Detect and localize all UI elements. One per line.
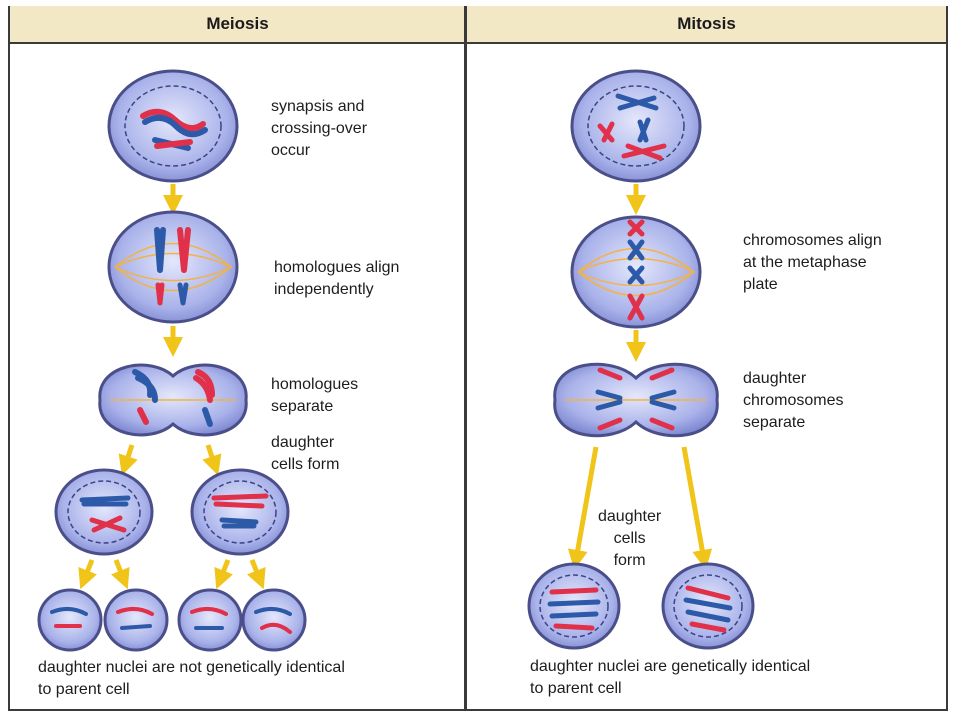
meiosis-arrow-4d bbox=[247, 559, 266, 590]
meiosis-step1-label: synapsis and crossing-over occur bbox=[271, 98, 368, 159]
meiosis-step4-label: daughter cells form bbox=[271, 434, 340, 473]
meiosis-daughter-cell-left bbox=[54, 468, 154, 556]
mitosis-metaphase-cell bbox=[570, 215, 702, 329]
mitosis-title: Mitosis bbox=[677, 14, 736, 33]
meiosis-final-nucleus-3 bbox=[177, 588, 243, 652]
column-divider bbox=[464, 6, 467, 711]
mitosis-step1-label: chromosomes align at the metaphase plate bbox=[743, 232, 882, 293]
meiosis-arrow-3a bbox=[118, 444, 138, 476]
mitosis-caption: daughter nuclei are genetically identica… bbox=[530, 658, 811, 697]
meiosis-header: Meiosis bbox=[10, 6, 465, 44]
meiosis-final-nucleus-4 bbox=[241, 588, 307, 652]
meiosis-step2-label: homologues align independently bbox=[274, 259, 400, 298]
meiosis-arrow-3b bbox=[202, 444, 222, 476]
mitosis-arrow-3b bbox=[681, 446, 713, 570]
mitosis-daughter-cell-left bbox=[527, 562, 621, 650]
mitosis-anaphase-cell bbox=[553, 362, 719, 438]
meiosis-anaphase-cell bbox=[98, 363, 248, 437]
meiosis-metaphase-cell bbox=[107, 210, 239, 324]
meiosis-arrow-4a bbox=[78, 559, 97, 590]
meiosis-arrow-4b bbox=[111, 559, 130, 590]
meiosis-step3-label: homologues separate bbox=[271, 376, 359, 415]
mitosis-step3-label: daughter cells form bbox=[598, 508, 662, 569]
mitosis-arrow-3a bbox=[567, 446, 599, 570]
meiosis-final-nucleus-1 bbox=[37, 588, 103, 652]
mitosis-step2-label: daughter chromosomes separate bbox=[743, 370, 844, 431]
meiosis-caption: daughter nuclei are not genetically iden… bbox=[38, 659, 345, 698]
meiosis-daughter-cell-right bbox=[190, 468, 290, 556]
meiosis-title: Meiosis bbox=[206, 14, 269, 33]
mitosis-prophase-cell bbox=[570, 69, 702, 183]
mitosis-header: Mitosis bbox=[467, 6, 946, 44]
mitosis-daughter-cell-right bbox=[661, 562, 755, 650]
meiosis-final-nucleus-2 bbox=[103, 588, 169, 652]
meiosis-prophase-cell bbox=[107, 69, 239, 183]
meiosis-arrow-4c bbox=[214, 559, 233, 590]
